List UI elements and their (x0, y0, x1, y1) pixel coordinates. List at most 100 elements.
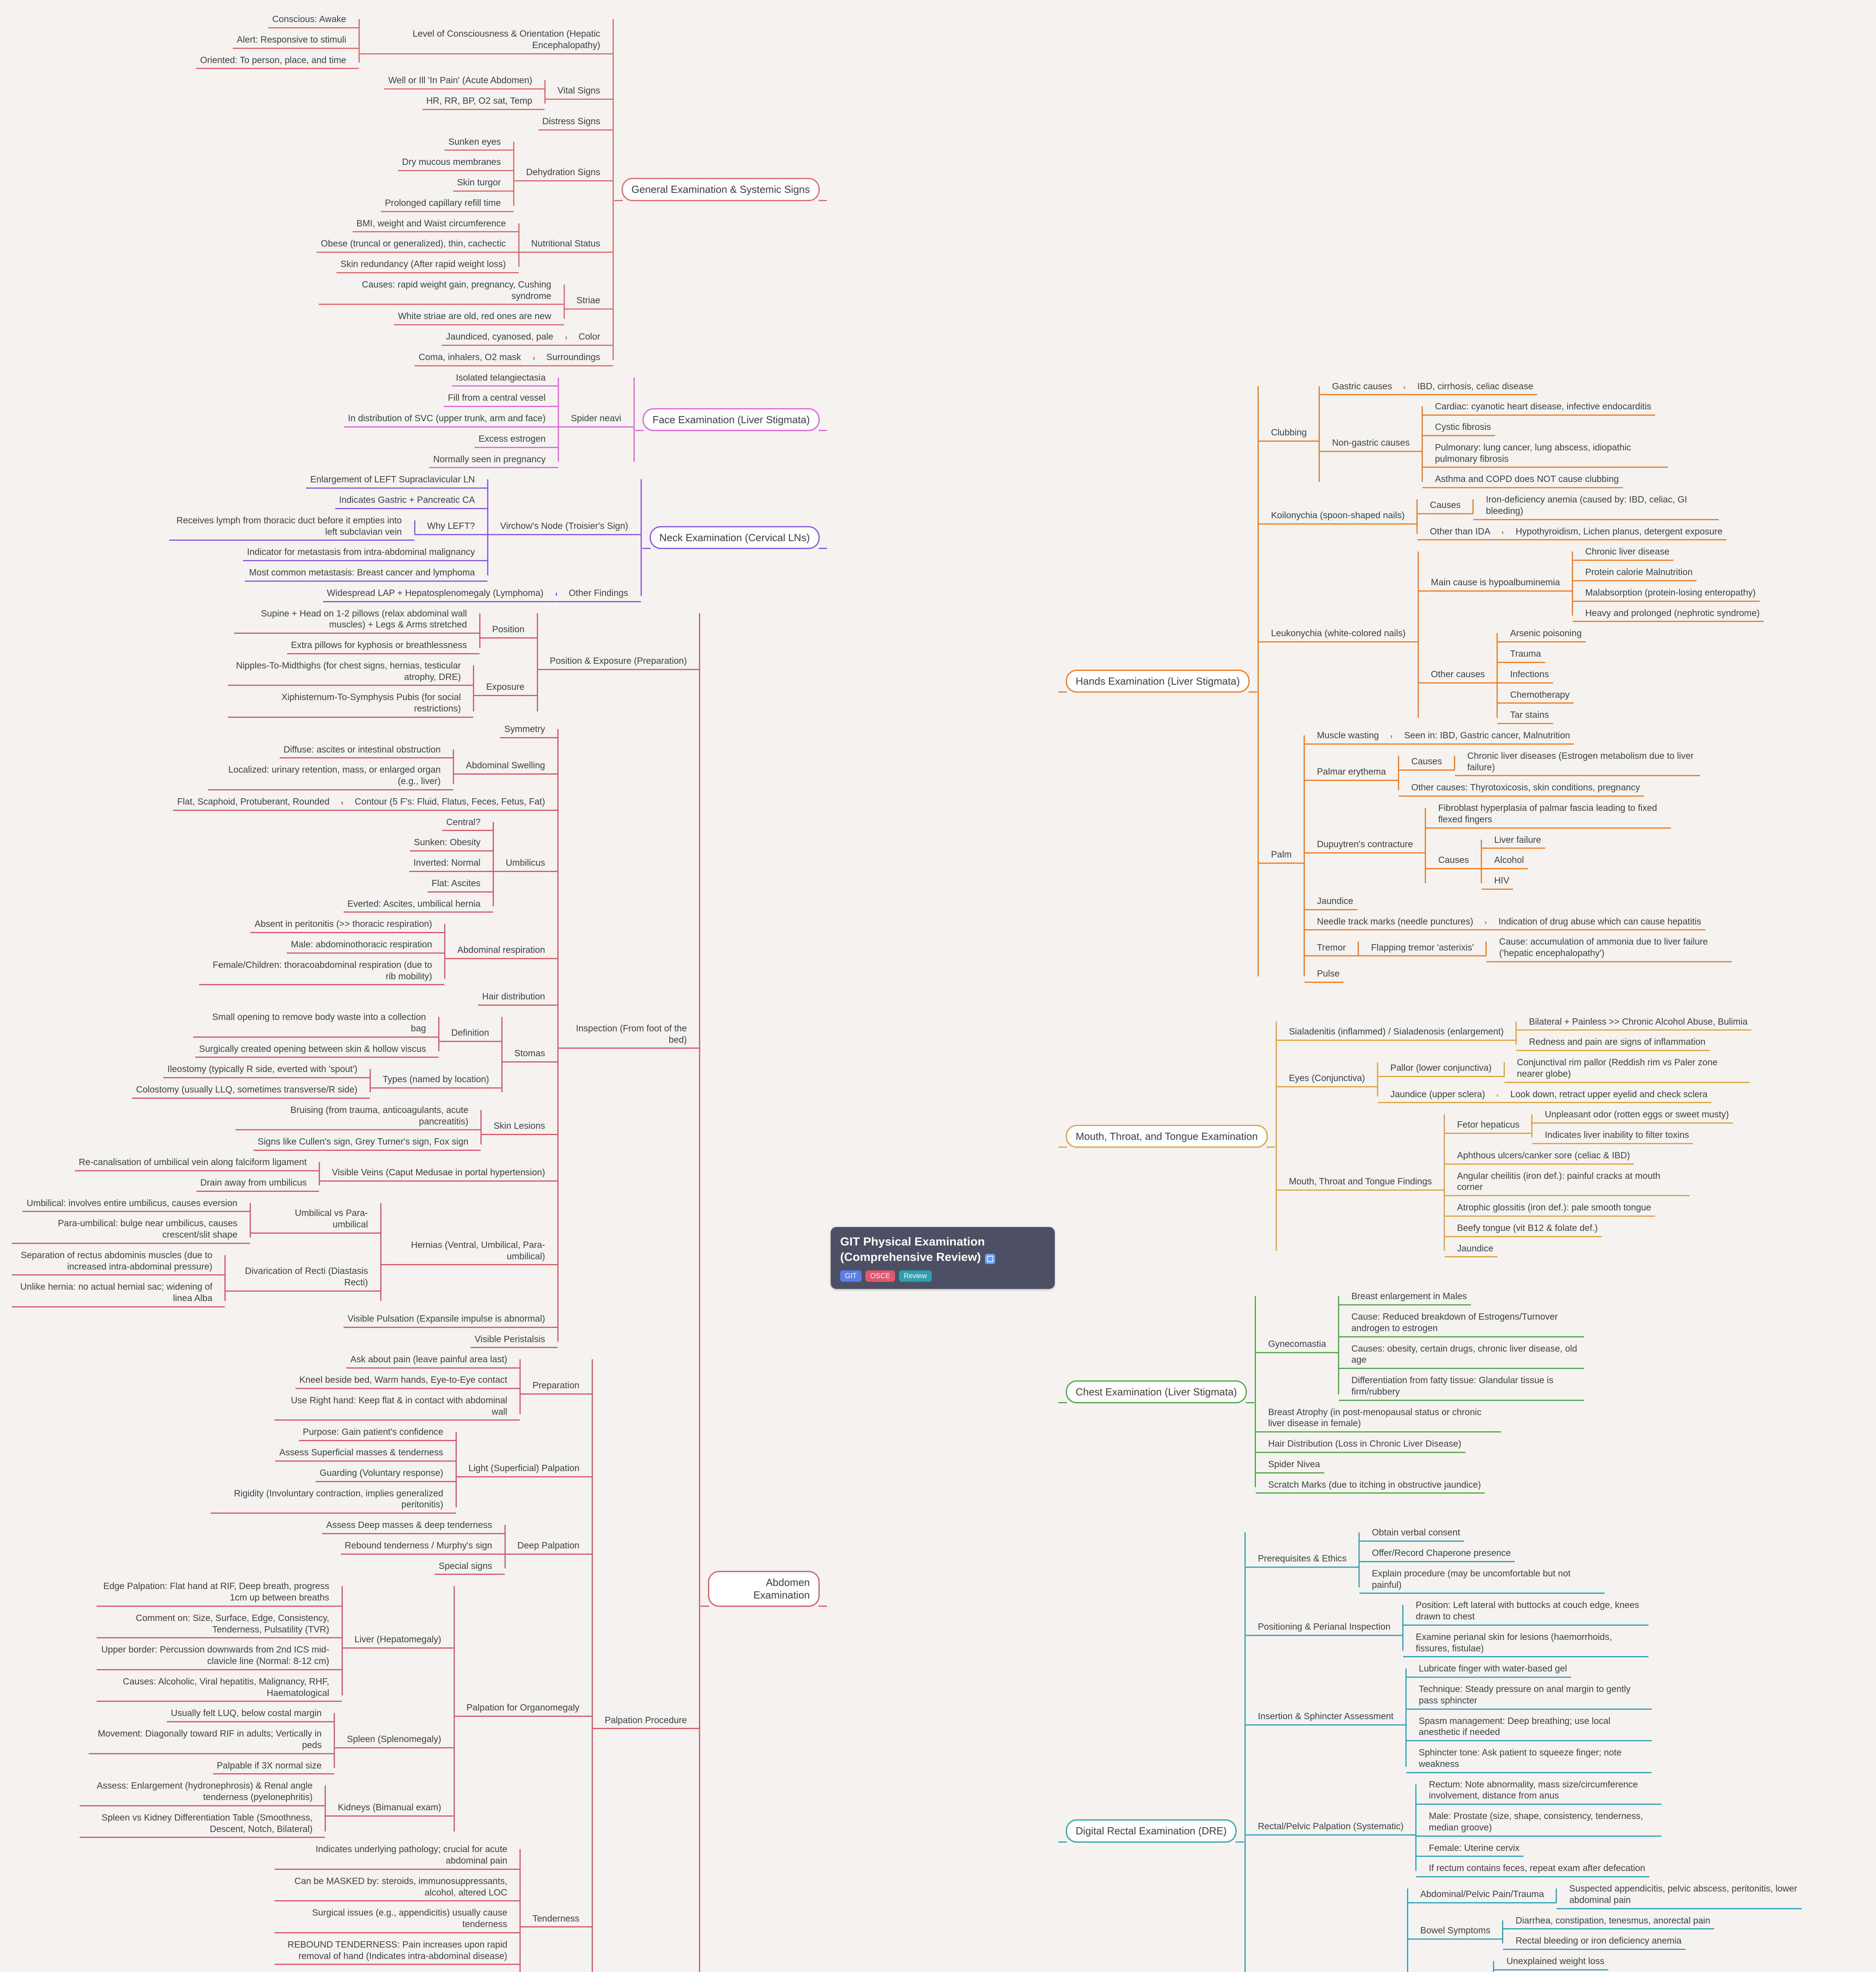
map-node[interactable]: Para-umbilical: bulge near umbilicus, ca… (12, 1217, 250, 1244)
map-node[interactable]: Protein calorie Malnutrition (1572, 566, 1697, 581)
map-node[interactable]: Flat: Ascites (428, 877, 493, 893)
map-node[interactable]: Hernias (Ventral, Umbilical, Para-umbili… (380, 1238, 558, 1266)
map-node[interactable]: Malabsorption (protein-losing enteropath… (1572, 586, 1760, 602)
map-node[interactable]: Isolated telangiectasia (452, 371, 558, 387)
map-node[interactable]: Spider neavi (558, 412, 634, 428)
map-node[interactable]: Causes: rapid weight gain, pregnancy, Cu… (318, 278, 564, 305)
map-node[interactable]: Skin Lesions (481, 1119, 558, 1135)
map-node[interactable]: Spasm management: Deep breathing; use lo… (1406, 1714, 1652, 1741)
map-node[interactable]: Spleen vs Kidney Differentiation Table (… (80, 1811, 325, 1838)
map-node[interactable]: Unlike hernia: no actual hernial sac; wi… (12, 1280, 225, 1307)
map-node[interactable]: Definition (439, 1026, 502, 1042)
map-node[interactable]: Gynecomastia (1255, 1337, 1339, 1353)
map-node[interactable]: Palpable if 3X normal size (213, 1759, 334, 1775)
map-node[interactable]: HR, RR, BP, O2 sat, Temp (422, 94, 545, 110)
map-node[interactable]: Diarrhea, constipation, tenesmus, anorec… (1503, 1914, 1714, 1930)
map-node[interactable]: Cause: Reduced breakdown of Estrogens/Tu… (1338, 1310, 1584, 1337)
map-node[interactable]: Position & Exposure (Preparation) (537, 654, 700, 670)
map-node[interactable]: Spleen (Splenomegaly) (334, 1733, 454, 1749)
map-node[interactable]: Upper border: Percussion downwards from … (96, 1643, 342, 1670)
map-node[interactable]: Virchow's Node (Troisier's Sign) (488, 519, 641, 535)
map-node[interactable]: Liver failure (1482, 833, 1545, 849)
map-node[interactable]: Level of Consciousness & Orientation (He… (359, 27, 613, 54)
map-node[interactable]: Light (Superficial) Palpation (456, 1462, 592, 1477)
map-node[interactable]: Jaundiced, cyanosed, pale (442, 330, 566, 346)
map-node[interactable]: Clubbing (1258, 426, 1319, 442)
map-node[interactable]: Fetor hepaticus (1444, 1118, 1532, 1134)
map-node[interactable]: Beefy tongue (vit B12 & folate def.) (1444, 1221, 1602, 1237)
map-node[interactable]: Separation of rectus abdominis muscles (… (12, 1249, 225, 1276)
map-node[interactable]: Visible Peristalsis (471, 1333, 558, 1348)
map-node[interactable]: Chronic liver diseases (Estrogen metabol… (1454, 749, 1700, 777)
map-node[interactable]: Dry mucous membranes (398, 155, 514, 171)
map-node[interactable]: Female: Uterine cervix (1416, 1841, 1524, 1857)
map-node[interactable]: Position (479, 623, 537, 639)
map-node[interactable]: Liver (Hepatomegaly) (342, 1633, 454, 1649)
branch-topic-node[interactable]: Face Examination (Liver Stigmata) (635, 408, 827, 431)
map-node[interactable]: Atrophic glossitis (iron def.): pale smo… (1444, 1201, 1656, 1217)
map-node[interactable]: Kneel beside bed, Warm hands, Eye-to-Eye… (295, 1373, 520, 1389)
map-node[interactable]: Tremor (1304, 941, 1359, 957)
map-node[interactable]: Color (566, 330, 613, 346)
map-node[interactable]: Symmetry (500, 723, 558, 738)
map-node[interactable]: Other than IDA (1417, 525, 1503, 541)
map-node[interactable]: Male: Prostate (size, shape, consistency… (1416, 1810, 1662, 1837)
map-node[interactable]: Abdominal/Pelvic Pain/Trauma (1407, 1888, 1556, 1904)
map-node[interactable]: Dehydration Signs (513, 166, 613, 181)
branch-topic-node[interactable]: General Examination & Systemic Signs (614, 178, 828, 201)
map-node[interactable]: Insertion & Sphincter Assessment (1245, 1710, 1406, 1725)
map-node[interactable]: Colostomy (usually LLQ, sometimes transv… (132, 1083, 370, 1099)
map-node[interactable]: Inverted: Normal (409, 856, 493, 872)
map-node[interactable]: Contour (5 F's: Fluid, Flatus, Feces, Fe… (342, 795, 558, 811)
map-node[interactable]: Sphincter tone: Ask patient to squeeze f… (1406, 1746, 1652, 1773)
map-node[interactable]: Bowel Symptoms (1407, 1924, 1503, 1940)
map-node[interactable]: Female/Children: thoracoabdominal respir… (199, 958, 445, 986)
map-node[interactable]: Signs like Cullen's sign, Grey Turner's … (254, 1135, 481, 1151)
map-node[interactable]: Causes: Alcoholic, Viral hepatitis, Mali… (96, 1675, 342, 1702)
map-node[interactable]: Indication of drug abuse which can cause… (1485, 915, 1705, 931)
map-node[interactable]: Assess: Enlargement (hydronephrosis) & R… (80, 1779, 325, 1806)
map-node[interactable]: White striae are old, red ones are new (394, 310, 564, 325)
map-node[interactable]: Koilonychia (spoon-shaped nails) (1258, 509, 1417, 525)
map-node[interactable]: Re-canalisation of umbilical vein along … (75, 1156, 320, 1171)
map-node[interactable]: Lubricate finger with water-based gel (1406, 1662, 1571, 1678)
map-node[interactable]: Muscle wasting (1304, 729, 1392, 745)
map-node[interactable]: Types (named by location) (370, 1073, 502, 1089)
map-node[interactable]: Infections (1497, 668, 1553, 683)
map-node[interactable]: Spider Nivea (1255, 1458, 1324, 1473)
branch-topic-node[interactable]: Abdomen Examination (701, 1571, 827, 1607)
map-node[interactable]: Abdominal Swelling (453, 759, 558, 775)
map-node[interactable]: Leukonychia (white-colored nails) (1258, 627, 1418, 642)
map-node[interactable]: Skin turgor (453, 176, 514, 192)
map-node[interactable]: Mouth, Throat and Tongue Findings (1276, 1175, 1445, 1191)
map-node[interactable]: Xiphisternum-To-Symphysis Pubis (for soc… (228, 691, 474, 718)
map-node[interactable]: Main cause is hypoalbuminemia (1418, 576, 1573, 592)
map-node[interactable]: Umbilical vs Para-umbilical (250, 1206, 381, 1234)
map-node[interactable]: Palmar erythema (1304, 765, 1399, 781)
map-node[interactable]: Exposure (473, 680, 537, 697)
map-node[interactable]: Surgical issues (e.g., appendicitis) usu… (275, 1906, 520, 1933)
map-node[interactable]: Ask about pain (leave painful area last) (346, 1353, 520, 1369)
map-node[interactable]: Arsenic poisoning (1497, 627, 1586, 642)
map-node[interactable]: Assess Deep masses & deep tenderness (322, 1518, 505, 1534)
map-node[interactable]: Indicates liver inability to filter toxi… (1532, 1128, 1693, 1144)
map-node[interactable]: Unexplained weight loss (1494, 1955, 1609, 1970)
map-node[interactable]: Inspection (From foot of the bed) (557, 1022, 699, 1049)
map-node[interactable]: Why LEFT? (414, 519, 488, 535)
map-node[interactable]: Bruising (from trauma, anticoagulants, a… (235, 1104, 481, 1131)
map-node[interactable]: Tar stains (1497, 708, 1553, 724)
map-node[interactable]: HIV (1481, 874, 1514, 890)
map-node[interactable]: Nipples-To-Midthighs (for chest signs, h… (228, 659, 474, 686)
map-node[interactable]: Positioning & Perianal Inspection (1245, 1620, 1403, 1636)
map-node[interactable]: Enlargement of LEFT Supraclavicular LN (306, 473, 488, 489)
map-node[interactable]: Drain away from umbilicus (196, 1176, 320, 1192)
map-node[interactable]: Needle track marks (needle punctures) (1304, 915, 1486, 931)
map-node[interactable]: BMI, weight and Waist circumference (352, 217, 519, 233)
map-node[interactable]: Suspected appendicitis, pelvic abscess, … (1556, 1882, 1802, 1909)
map-node[interactable]: Gastric causes (1319, 380, 1405, 396)
map-node[interactable]: Offer/Record Chaperone presence (1359, 1546, 1515, 1562)
map-node[interactable]: Chemotherapy (1497, 688, 1574, 704)
map-node[interactable]: Cardiac: cyanotic heart disease, infecti… (1422, 400, 1656, 416)
branch-topic-node[interactable]: Mouth, Throat, and Tongue Examination (1058, 1124, 1275, 1148)
map-node[interactable]: Tenderness (520, 1912, 592, 1928)
